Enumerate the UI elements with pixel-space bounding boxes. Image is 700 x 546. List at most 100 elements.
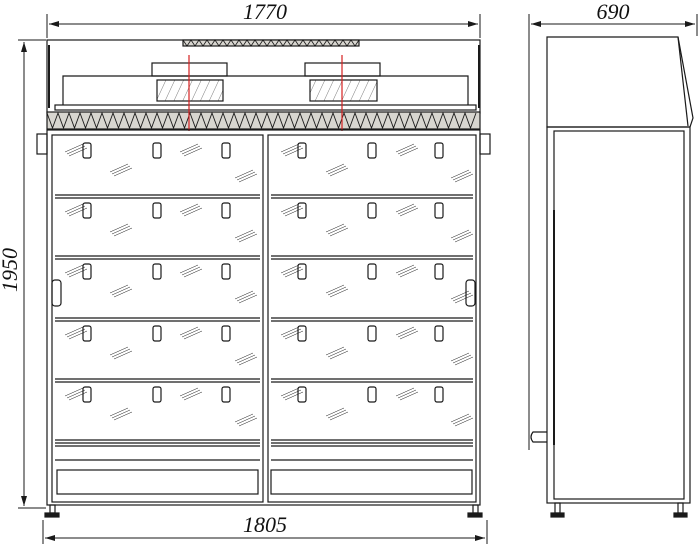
shelf-clip bbox=[221, 263, 231, 280]
glass-reflection bbox=[179, 326, 199, 336]
glass-reflection bbox=[284, 330, 304, 340]
side-canopy bbox=[546, 36, 694, 128]
shelf-clip bbox=[82, 325, 92, 342]
glass-reflection bbox=[109, 407, 129, 417]
glass-reflection bbox=[179, 264, 199, 274]
dimension-side-depth bbox=[528, 14, 698, 450]
glass-reflection bbox=[325, 407, 345, 417]
glass-reflection bbox=[399, 391, 419, 401]
glass-reflection bbox=[64, 203, 84, 213]
glass-reflection bbox=[236, 354, 256, 364]
glass-reflection bbox=[450, 413, 470, 423]
glass-reflection bbox=[329, 288, 349, 298]
glass-reflection bbox=[454, 233, 474, 243]
glass-reflection bbox=[329, 227, 349, 237]
shelf-clip bbox=[367, 202, 377, 219]
glass-reflection bbox=[327, 409, 347, 419]
glass-reflection bbox=[181, 205, 201, 215]
glass-reflection bbox=[111, 165, 131, 175]
side-leg-back bbox=[673, 502, 688, 518]
shelf-clip bbox=[221, 142, 231, 159]
glass-reflection bbox=[113, 167, 133, 177]
glass-reflection bbox=[395, 326, 415, 336]
glass-reflection bbox=[399, 268, 419, 278]
glass-reflection bbox=[179, 387, 199, 397]
glass-reflection bbox=[452, 231, 472, 241]
side-leg-front bbox=[550, 502, 565, 518]
glass-reflection bbox=[183, 147, 203, 157]
front-view bbox=[36, 39, 491, 518]
glass-reflection bbox=[238, 233, 258, 243]
dimension-label-1805: 1805 bbox=[243, 512, 287, 537]
shelf-clip bbox=[152, 325, 162, 342]
shelf-clip bbox=[367, 263, 377, 280]
glass-reflection bbox=[113, 411, 133, 421]
shelf-clip bbox=[434, 202, 444, 219]
shelf-clip bbox=[367, 386, 377, 403]
glass-reflection bbox=[64, 143, 84, 153]
dimension-top-width bbox=[46, 14, 481, 38]
shelf-clip bbox=[152, 202, 162, 219]
glass-reflection bbox=[399, 330, 419, 340]
door-handle-left[interactable] bbox=[51, 279, 62, 307]
shelf-clip bbox=[152, 386, 162, 403]
door-left[interactable] bbox=[51, 134, 264, 503]
glass-reflection bbox=[395, 387, 415, 397]
glass-reflection bbox=[280, 143, 300, 153]
base-drawer-left[interactable] bbox=[56, 469, 259, 495]
shelf-clip bbox=[367, 142, 377, 159]
glass-reflection bbox=[282, 389, 302, 399]
glass-reflection bbox=[282, 266, 302, 276]
shelf-clip bbox=[434, 263, 444, 280]
glass-reflection bbox=[234, 290, 254, 300]
glass-reflection bbox=[179, 203, 199, 213]
glass-reflection bbox=[284, 268, 304, 278]
glass-reflection bbox=[179, 143, 199, 153]
glass-reflection bbox=[109, 284, 129, 294]
door-handle-right[interactable] bbox=[465, 279, 476, 307]
dimension-bottom-width bbox=[42, 520, 488, 544]
glass-reflection bbox=[66, 205, 86, 215]
glass-reflection bbox=[238, 173, 258, 183]
glass-reflection bbox=[234, 169, 254, 179]
glass-reflection bbox=[109, 346, 129, 356]
glass-reflection bbox=[181, 266, 201, 276]
glass-reflection bbox=[181, 328, 201, 338]
glass-reflection bbox=[399, 147, 419, 157]
base-drawer-right[interactable] bbox=[270, 469, 473, 495]
glass-reflection bbox=[236, 415, 256, 425]
shelf-clip bbox=[221, 386, 231, 403]
glass-reflection bbox=[329, 350, 349, 360]
glass-reflection bbox=[395, 203, 415, 213]
glass-reflection bbox=[325, 163, 345, 173]
glass-reflection bbox=[284, 207, 304, 217]
glass-reflection bbox=[181, 389, 201, 399]
shelf-clip bbox=[297, 263, 307, 280]
glass-reflection bbox=[282, 205, 302, 215]
glass-reflection bbox=[68, 268, 88, 278]
shelf-clip bbox=[297, 325, 307, 342]
glass-reflection bbox=[325, 284, 345, 294]
glass-reflection bbox=[397, 328, 417, 338]
glass-reflection bbox=[395, 264, 415, 274]
glass-reflection bbox=[113, 227, 133, 237]
side-handle bbox=[530, 431, 547, 443]
shelf-clip bbox=[434, 142, 444, 159]
glass-reflection bbox=[113, 288, 133, 298]
door-right[interactable] bbox=[267, 134, 477, 503]
glass-reflection bbox=[327, 165, 347, 175]
glass-reflection bbox=[238, 417, 258, 427]
shelf-clip bbox=[82, 202, 92, 219]
shelf-clip bbox=[82, 263, 92, 280]
glass-reflection bbox=[113, 350, 133, 360]
glass-reflection bbox=[397, 266, 417, 276]
glass-reflection bbox=[282, 145, 302, 155]
shelf-clip bbox=[434, 386, 444, 403]
glass-reflection bbox=[111, 348, 131, 358]
glass-reflection bbox=[111, 225, 131, 235]
shelf-clip bbox=[82, 386, 92, 403]
glass-reflection bbox=[66, 328, 86, 338]
glass-reflection bbox=[327, 286, 347, 296]
glass-reflection bbox=[327, 348, 347, 358]
glass-reflection bbox=[111, 286, 131, 296]
